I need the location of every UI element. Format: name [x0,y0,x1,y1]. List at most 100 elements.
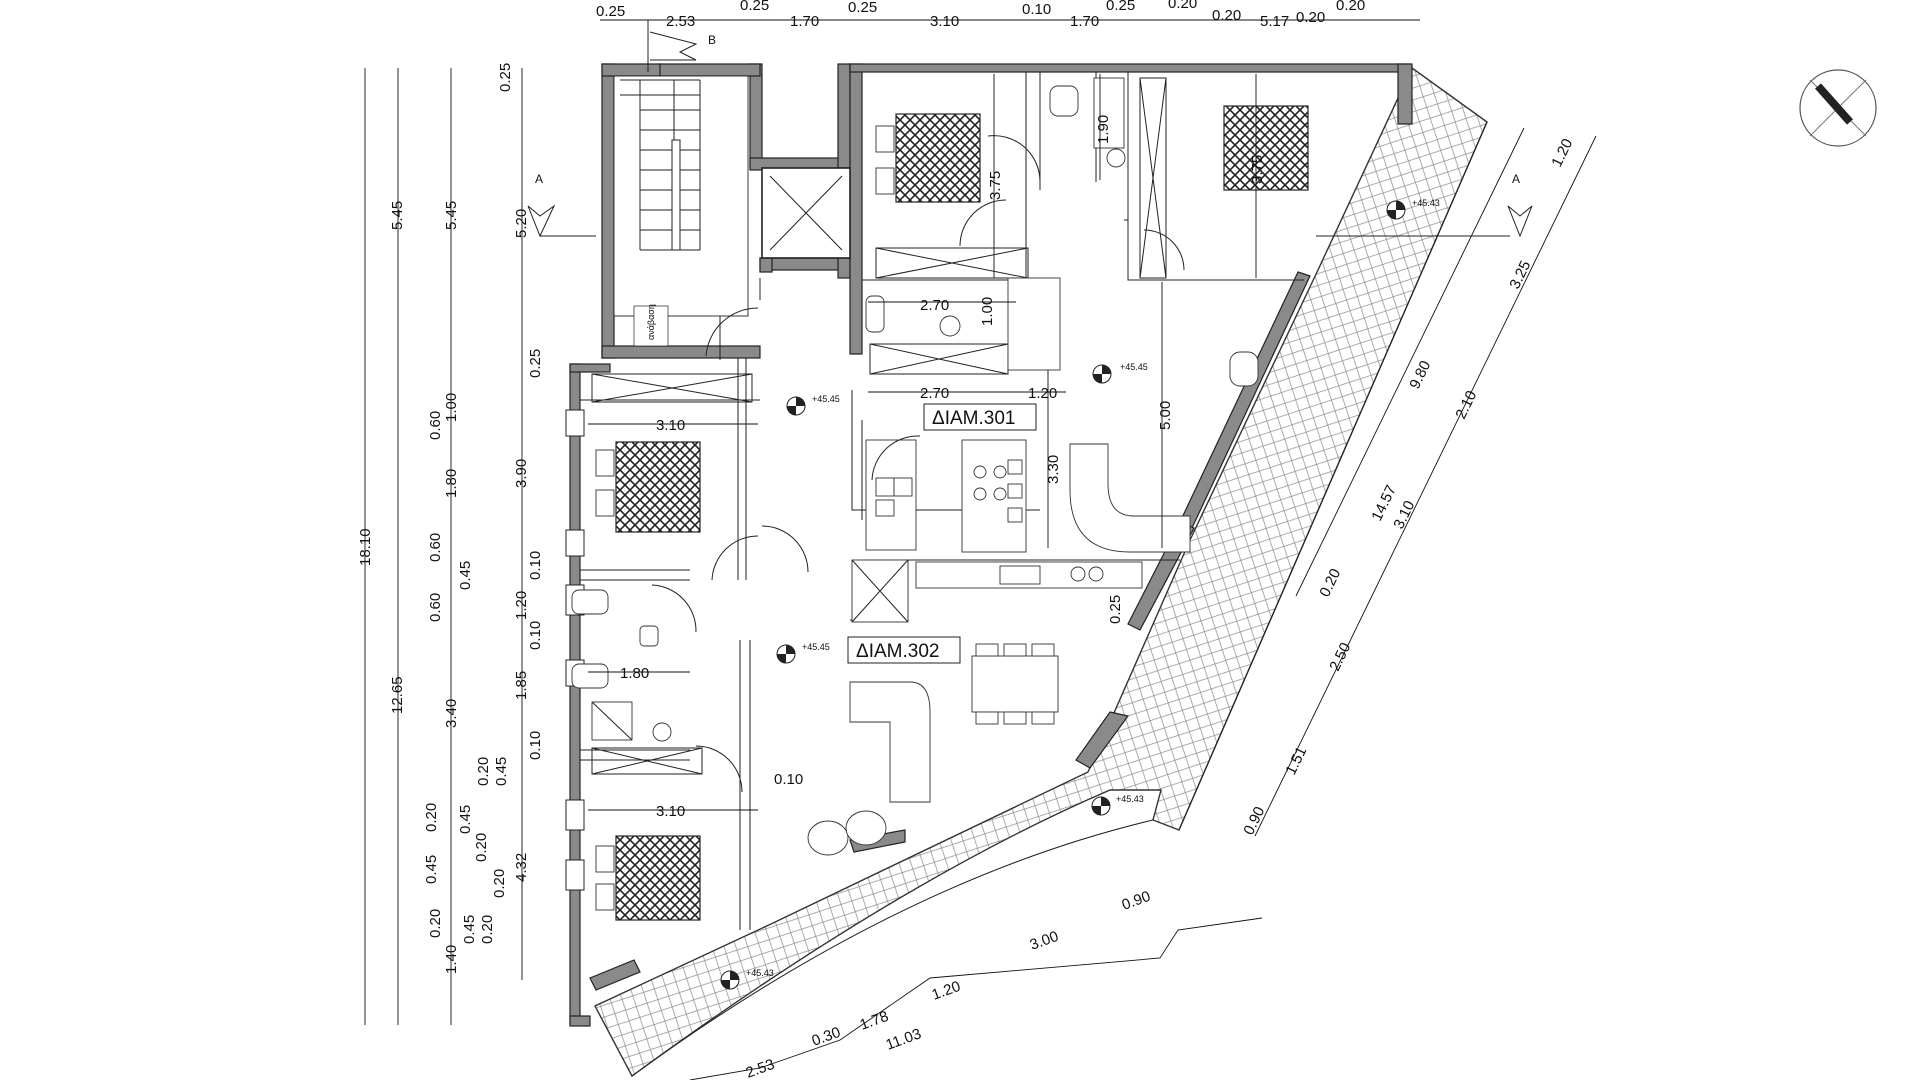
svg-text:0.25: 0.25 [740,0,769,14]
svg-text:3.25: 3.25 [1506,258,1534,292]
svg-text:2.50: 2.50 [1326,640,1354,674]
svg-text:3.10: 3.10 [1390,498,1418,532]
svg-text:0.45: 0.45 [493,757,510,786]
sofa-301 [1069,351,1259,553]
svg-text:0.10: 0.10 [527,551,544,580]
svg-text:0.10: 0.10 [527,731,544,760]
svg-text:0.20: 0.20 [1296,9,1325,26]
level-label: +45.45 [812,394,840,404]
svg-text:3.10: 3.10 [656,803,685,820]
staircase [613,75,749,347]
svg-text:5.20: 5.20 [513,209,530,238]
svg-text:0.25: 0.25 [1107,595,1124,624]
svg-text:3.30: 3.30 [1045,455,1062,484]
svg-text:0.20: 0.20 [1316,566,1344,600]
svg-text:0.20: 0.20 [427,909,444,938]
level-label: +45.43 [746,968,774,978]
bed-room-302 [615,835,701,921]
svg-text:0.25: 0.25 [527,349,544,378]
level-label: +45.43 [1412,198,1440,208]
svg-text:3.90: 3.90 [513,459,530,488]
top-dimensions: 0.25 2.53 0.25 1.70 0.25 3.10 0.10 1.70 … [596,0,1365,30]
bed-master-301 [895,113,981,203]
level-label: +45.43 [1116,794,1144,804]
kitchen-302 [851,559,1143,623]
svg-text:0.45: 0.45 [423,855,440,884]
svg-text:3.75: 3.75 [1249,155,1266,184]
svg-text:0.45: 0.45 [457,561,474,590]
svg-text:0.45: 0.45 [457,805,474,834]
svg-text:5.17: 5.17 [1260,13,1289,30]
svg-text:1.80: 1.80 [620,665,649,682]
svg-text:1.20: 1.20 [930,978,963,1004]
svg-text:0.45: 0.45 [461,915,478,944]
svg-text:1.51: 1.51 [1282,744,1310,778]
svg-text:5.45: 5.45 [443,201,460,230]
svg-text:0.20: 0.20 [479,915,496,944]
svg-text:3.00: 3.00 [1028,928,1061,954]
unit-label-301: ΔΙΑΜ.301 [932,408,1015,429]
bed-master-302 [615,441,701,533]
svg-text:1.00: 1.00 [443,393,460,422]
terrace-railing [631,121,1488,1077]
svg-text:0.60: 0.60 [427,533,444,562]
svg-text:0.60: 0.60 [427,411,444,440]
kitchen-301 [865,277,1061,553]
svg-text:0.60: 0.60 [427,593,444,622]
svg-text:18.10: 18.10 [357,528,374,566]
svg-text:0.25: 0.25 [596,3,625,20]
dimension-lines [364,19,1597,1080]
bed-room-301 [1223,105,1309,191]
svg-text:0.25: 0.25 [1106,0,1135,14]
wardrobes [591,77,1167,775]
svg-text:11.03: 11.03 [884,1025,924,1053]
svg-text:0.20: 0.20 [475,757,492,786]
svg-text:2.53: 2.53 [666,13,695,30]
section-lines [527,20,1533,238]
svg-text:1.78: 1.78 [858,1008,891,1034]
svg-text:1.80: 1.80 [443,469,460,498]
svg-text:2.10: 2.10 [1452,388,1480,422]
svg-text:0.20: 0.20 [1212,7,1241,24]
svg-text:1.20: 1.20 [1028,385,1057,402]
svg-text:3.10: 3.10 [930,13,959,30]
svg-text:2.70: 2.70 [920,297,949,314]
svg-text:0.20: 0.20 [1168,0,1197,12]
svg-text:0.30: 0.30 [810,1024,843,1050]
dining-table-302 [971,643,1059,725]
svg-text:5.45: 5.45 [389,201,406,230]
svg-text:5.00: 5.00 [1157,401,1174,430]
nightstands [595,125,895,911]
svg-text:0.25: 0.25 [497,63,514,92]
svg-text:0.20: 0.20 [1336,0,1365,14]
svg-text:1.70: 1.70 [790,13,819,30]
level-label: +45.45 [802,642,830,652]
svg-text:0.20: 0.20 [423,803,440,832]
svg-text:1.70: 1.70 [1070,13,1099,30]
svg-text:0.20: 0.20 [491,869,508,898]
section-a-right-label: A [1512,172,1520,186]
level-label: +45.45 [1120,362,1148,372]
svg-text:2.70: 2.70 [920,385,949,402]
elevator [761,167,851,259]
svg-text:3.40: 3.40 [443,699,460,728]
svg-text:0.90: 0.90 [1240,804,1268,838]
level-symbols [720,200,1406,990]
svg-text:4.32: 4.32 [513,853,530,882]
svg-text:1.85: 1.85 [513,671,530,700]
north-symbol [1799,69,1877,147]
svg-text:1.00: 1.00 [979,297,996,326]
svg-text:1.90: 1.90 [1095,115,1112,144]
svg-text:12.65: 12.65 [389,676,406,714]
svg-text:0.90: 0.90 [1120,888,1153,914]
left-dimensions: 18.10 5.45 12.65 5.45 1.00 0.60 1.80 0.6… [357,63,544,974]
svg-text:9.80: 9.80 [1406,358,1434,392]
svg-text:3.10: 3.10 [656,417,685,434]
bathroom-fixtures [571,77,1126,742]
section-a-left-label: A [535,172,543,186]
svg-text:1.20: 1.20 [1548,136,1576,170]
stair-label: ανάβαση [646,304,656,340]
svg-text:0.10: 0.10 [527,621,544,650]
interior-dimensions: 3.75 1.90 3.75 2.70 1.00 2.70 1.20 3.30 … [588,74,1266,820]
